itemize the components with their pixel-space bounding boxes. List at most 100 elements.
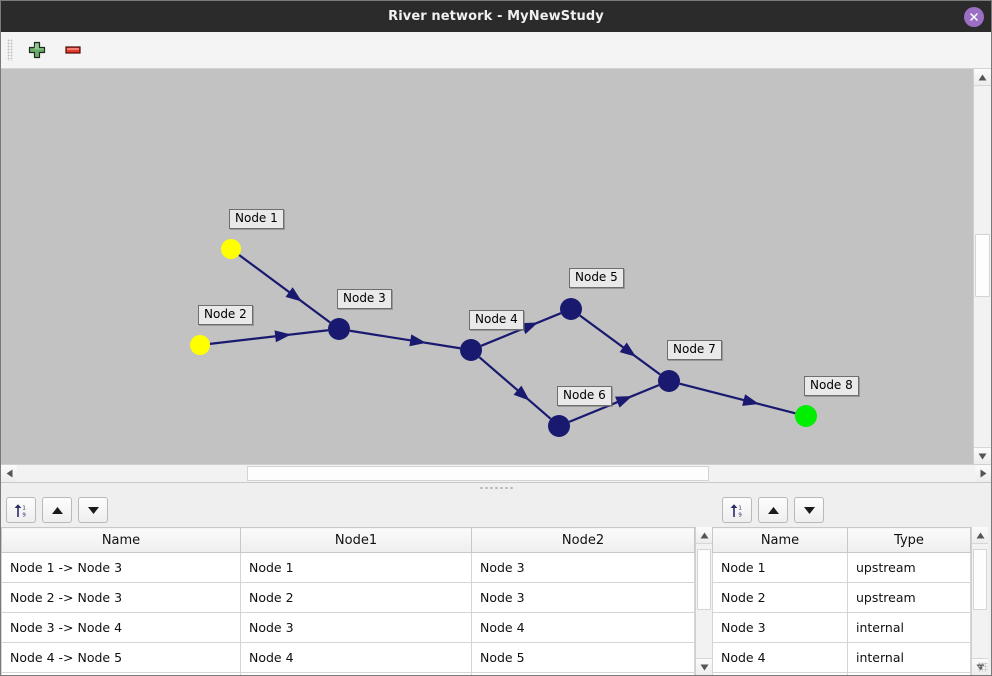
node-table-empty-row[interactable] [712,672,971,675]
add-node-button[interactable] [23,36,51,64]
branch-table-cell[interactable]: Node 2 [240,582,472,613]
graph-node-label-node2[interactable]: Node 2 [198,305,253,325]
branch-move-down-button[interactable] [78,497,108,523]
vertical-scroll-thumb[interactable] [975,234,990,298]
branch-table-cell[interactable]: Node 4 [240,642,472,673]
branch-table-cell[interactable]: Node 2 -> Node 3 [1,582,241,613]
edge-Node3-Node4[interactable] [349,329,461,350]
graph-node-label-node8[interactable]: Node 8 [804,376,859,396]
node-sort-button[interactable]: 1 9 [722,497,752,523]
river-network-canvas[interactable]: Node 1 Node 2 Node 3 Node 4 Node 5 Node 6 Node… [1,69,973,464]
remove-node-button[interactable] [59,36,87,64]
branch-scroll-up-button[interactable] [696,527,712,544]
node-table-cell[interactable]: Node 1 [712,552,848,583]
graph-node-node7[interactable] [658,370,680,392]
window-resize-grip[interactable] [978,662,988,672]
edge-Node5-Node7[interactable] [579,314,661,376]
branch-scroll-down-button[interactable] [696,658,712,675]
graph-node-node5[interactable] [560,298,582,320]
node-table-cell[interactable]: internal [847,642,971,673]
branch-table-cell[interactable] [1,672,241,675]
node-move-up-button[interactable] [758,497,788,523]
horizontal-scroll-track[interactable] [17,465,975,482]
graph-node-label-node3[interactable]: Node 3 [337,289,392,309]
node-table-cell[interactable] [712,672,848,675]
branch-table-cell[interactable]: Node 1 -> Node 3 [1,552,241,583]
scroll-up-button[interactable] [974,69,991,86]
scroll-left-button[interactable] [1,465,17,482]
branch-table-empty-row[interactable] [1,672,695,675]
svg-text:1: 1 [22,505,25,511]
edge-Node4-Node6[interactable] [478,356,552,420]
edge-Node1-Node3[interactable] [238,254,331,324]
branch-table-cell[interactable] [471,672,695,675]
branch-table-scrollbar[interactable] [695,527,712,675]
branch-column-header[interactable]: Node1 [240,527,472,553]
branch-move-up-button[interactable] [42,497,72,523]
node-table-cell[interactable] [847,672,971,675]
branch-column-header[interactable]: Node2 [471,527,695,553]
vertical-scroll-track[interactable] [974,86,991,447]
edge-Node6-Node7[interactable] [568,384,660,423]
graph-node-label-node5[interactable]: Node 5 [569,268,624,288]
graph-node-label-node6[interactable]: Node 6 [557,386,612,406]
branch-column-header[interactable]: Name [1,527,241,553]
branch-table-cell[interactable]: Node 5 [471,642,695,673]
branch-sort-button[interactable]: 1 9 [6,497,36,523]
graph-node-node8[interactable] [795,405,817,427]
branch-table-cell[interactable]: Node 3 [471,582,695,613]
branch-table-cell[interactable]: Node 1 [240,552,472,583]
node-table-cell[interactable]: internal [847,612,971,643]
graph-node-label-node1[interactable]: Node 1 [229,209,284,229]
close-button[interactable] [964,6,984,27]
horizontal-scroll-thumb[interactable] [246,466,709,481]
scroll-right-button[interactable] [975,465,991,482]
node-column-header[interactable]: Name [712,527,848,553]
node-table-cell[interactable]: Node 2 [712,582,848,613]
graph-node-label-node4[interactable]: Node 4 [469,310,524,330]
branch-table-cell[interactable]: Node 4 [471,612,695,643]
branch-table-cell[interactable]: Node 3 -> Node 4 [1,612,241,643]
graph-node-node3[interactable] [328,318,350,340]
branch-table-cell[interactable]: Node 4 -> Node 5 [1,642,241,673]
canvas-horizontal-scrollbar[interactable] [1,464,991,482]
graph-node-node6[interactable] [548,415,570,437]
network-canvas-area: Node 1 Node 2 Node 3 Node 4 Node 5 Node 6 Node… [1,69,991,464]
node-table-cell[interactable]: Node 4 [712,642,848,673]
node-scroll-up-button[interactable] [972,527,988,544]
branch-table-cell[interactable] [240,672,472,675]
toolbar-drag-handle[interactable] [7,39,13,61]
node-column-header[interactable]: Type [847,527,971,553]
node-table-scrollbar[interactable] [971,527,988,675]
node-scroll-track[interactable] [972,544,988,658]
graph-node-node4[interactable] [460,339,482,361]
node-table-cell[interactable]: Node 3 [712,612,848,643]
branch-scroll-thumb[interactable] [697,548,711,610]
pane-splitter[interactable] [1,482,991,493]
graph-node-label-node7[interactable]: Node 7 [667,340,722,360]
scroll-down-button[interactable] [974,447,991,464]
branch-table-cell[interactable]: Node 3 [240,612,472,643]
branch-scroll-track[interactable] [696,544,712,658]
graph-node-node1[interactable] [221,239,241,259]
node-scroll-thumb[interactable] [973,548,987,610]
node-move-down-button[interactable] [794,497,824,523]
edge-Node7-Node8[interactable] [679,382,796,415]
graph-node-node2[interactable] [190,335,210,355]
branch-table-cell[interactable]: Node 3 [471,552,695,583]
canvas-vertical-scrollbar[interactable] [973,69,991,464]
node-table-cell[interactable]: upstream [847,582,971,613]
node-table-cell[interactable]: upstream [847,552,971,583]
edge-Node2-Node3[interactable] [209,329,329,345]
